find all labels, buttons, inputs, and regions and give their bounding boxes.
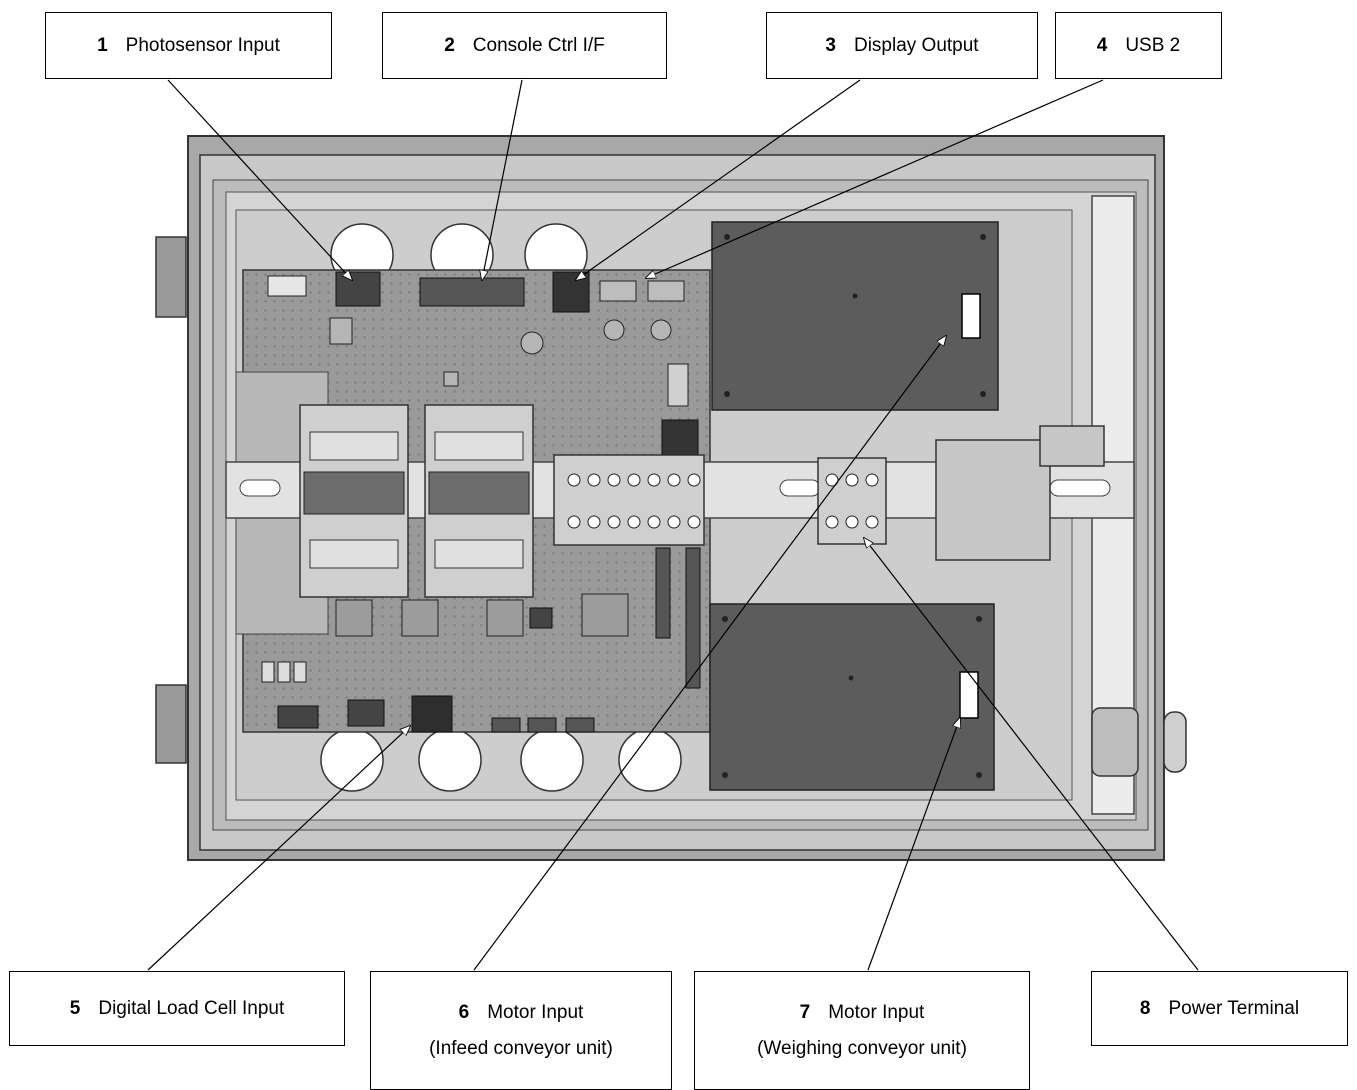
callout-usb2: 4 USB 2 [1055, 12, 1222, 79]
callout-motor-weighing: 7 Motor Input (Weighing conveyor unit) [694, 971, 1030, 1090]
leader-lines [147, 79, 1199, 971]
callout-number: 5 [69, 997, 81, 1019]
callout-digital-load-cell: 5 Digital Load Cell Input [9, 971, 345, 1046]
callout-sublabel: (Weighing conveyor unit) [757, 1037, 967, 1059]
callout-motor-infeed: 6 Motor Input (Infeed conveyor unit) [370, 971, 672, 1090]
callout-number: 2 [444, 34, 455, 56]
motor-driver-infeed [711, 221, 999, 411]
power-terminal-block [817, 457, 887, 545]
callout-label: Power Terminal [1168, 997, 1300, 1019]
callout-label: Photosensor Input [125, 34, 280, 56]
bracket [935, 439, 1051, 561]
terminal-block-main [553, 454, 705, 546]
callout-number: 6 [458, 1001, 470, 1023]
callout-number: 1 [97, 34, 108, 56]
callout-number: 3 [825, 34, 836, 56]
callout-number: 8 [1139, 997, 1151, 1019]
callout-number: 7 [799, 1001, 811, 1023]
callout-display-output: 3 Display Output [766, 12, 1038, 79]
callout-power-terminal: 8 Power Terminal [1091, 971, 1348, 1046]
callout-label: Motor Input [828, 1001, 925, 1023]
callout-label: USB 2 [1125, 34, 1181, 56]
callout-label: Motor Input [487, 1001, 584, 1023]
callout-label: Digital Load Cell Input [98, 997, 285, 1019]
relay-block-2 [424, 404, 534, 598]
callout-photosensor-input: 1 Photosensor Input [45, 12, 332, 79]
callout-console-ctrl: 2 Console Ctrl I/F [382, 12, 667, 79]
callout-label: Display Output [853, 34, 979, 56]
relay-block-1 [299, 404, 409, 598]
motor-driver-weighing [709, 603, 995, 791]
callout-number: 4 [1096, 34, 1108, 56]
callout-label: Console Ctrl I/F [472, 34, 605, 56]
callout-sublabel: (Infeed conveyor unit) [429, 1037, 613, 1059]
bracket [1039, 425, 1105, 467]
